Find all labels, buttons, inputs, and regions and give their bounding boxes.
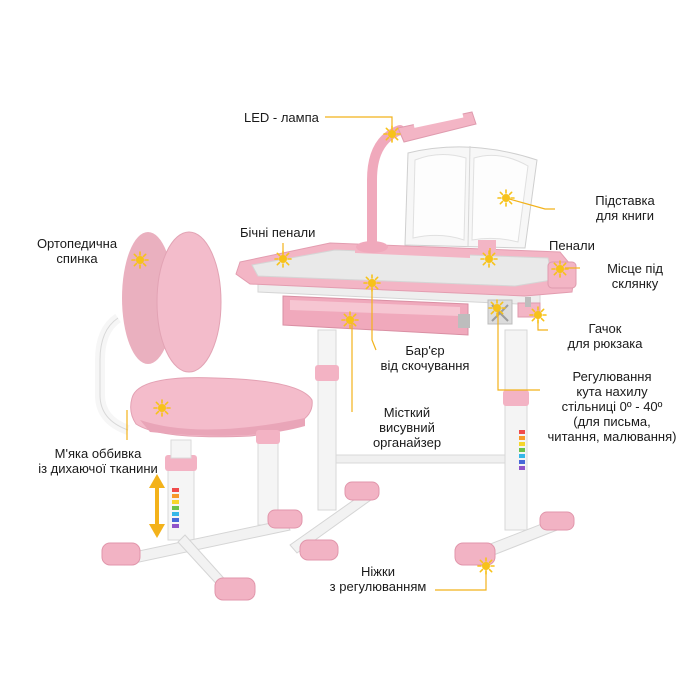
sun-marker-icon (363, 274, 381, 292)
label-adjustable-legs: Ніжки з регулюванням (329, 564, 427, 594)
label-anti-slip-barrier: Бар'єр від скочування (380, 343, 470, 373)
book-stand (404, 145, 538, 254)
chair-height-scale (172, 488, 179, 528)
desk-foot-back-right (539, 511, 575, 531)
chair-backrest-right (157, 232, 221, 372)
chair (95, 231, 313, 601)
sun-marker-icon (497, 189, 515, 207)
label-book-stand: Підставка для книги (595, 193, 655, 223)
desk-foot-front-left (299, 539, 339, 561)
sun-marker-icon (529, 306, 547, 324)
label-pencil-cases: Пенали (549, 238, 595, 253)
sun-marker-icon (480, 250, 498, 268)
chair-foot-left (101, 542, 141, 566)
label-organizer: Місткий висувний органайзер (372, 405, 442, 450)
double-arrow-vertical-icon (149, 474, 165, 538)
desk (235, 242, 577, 566)
desk-height-scale (519, 430, 525, 470)
chair-column-lower (167, 469, 195, 541)
sun-marker-icon (131, 125, 569, 575)
sun-marker-icon (341, 311, 359, 329)
sun-marker-icon (274, 250, 292, 268)
chair-foot-back (267, 509, 303, 529)
desk-foot-front-right (454, 542, 496, 566)
chair-foot-right (214, 577, 256, 601)
sun-marker-icon (488, 299, 506, 317)
desk-leg-right (504, 329, 528, 531)
label-led-lamp: LED - лампа (244, 110, 319, 125)
label-tilt-adjustment: Регулювання кута нахилу стільниці 0º - 4… (547, 369, 677, 444)
desk-foot-back-left (344, 481, 380, 501)
sun-marker-icon (153, 399, 171, 417)
sun-marker-icon (477, 557, 495, 575)
label-orthopedic-back: Ортопедична спинка (36, 236, 118, 266)
label-side-pencil-cases: Бічні пенали (240, 225, 316, 240)
sun-marker-icon (131, 251, 149, 269)
label-soft-upholstery: М'яка оббивка із дихаючої тканини (38, 446, 158, 476)
label-cup-holder: Місце під склянку (607, 261, 663, 291)
label-backpack-hook: Гачок для рюкзака (567, 321, 643, 351)
sun-marker-icon (383, 125, 401, 143)
desk-leg-left (317, 329, 337, 511)
sun-marker-icon (551, 260, 569, 278)
